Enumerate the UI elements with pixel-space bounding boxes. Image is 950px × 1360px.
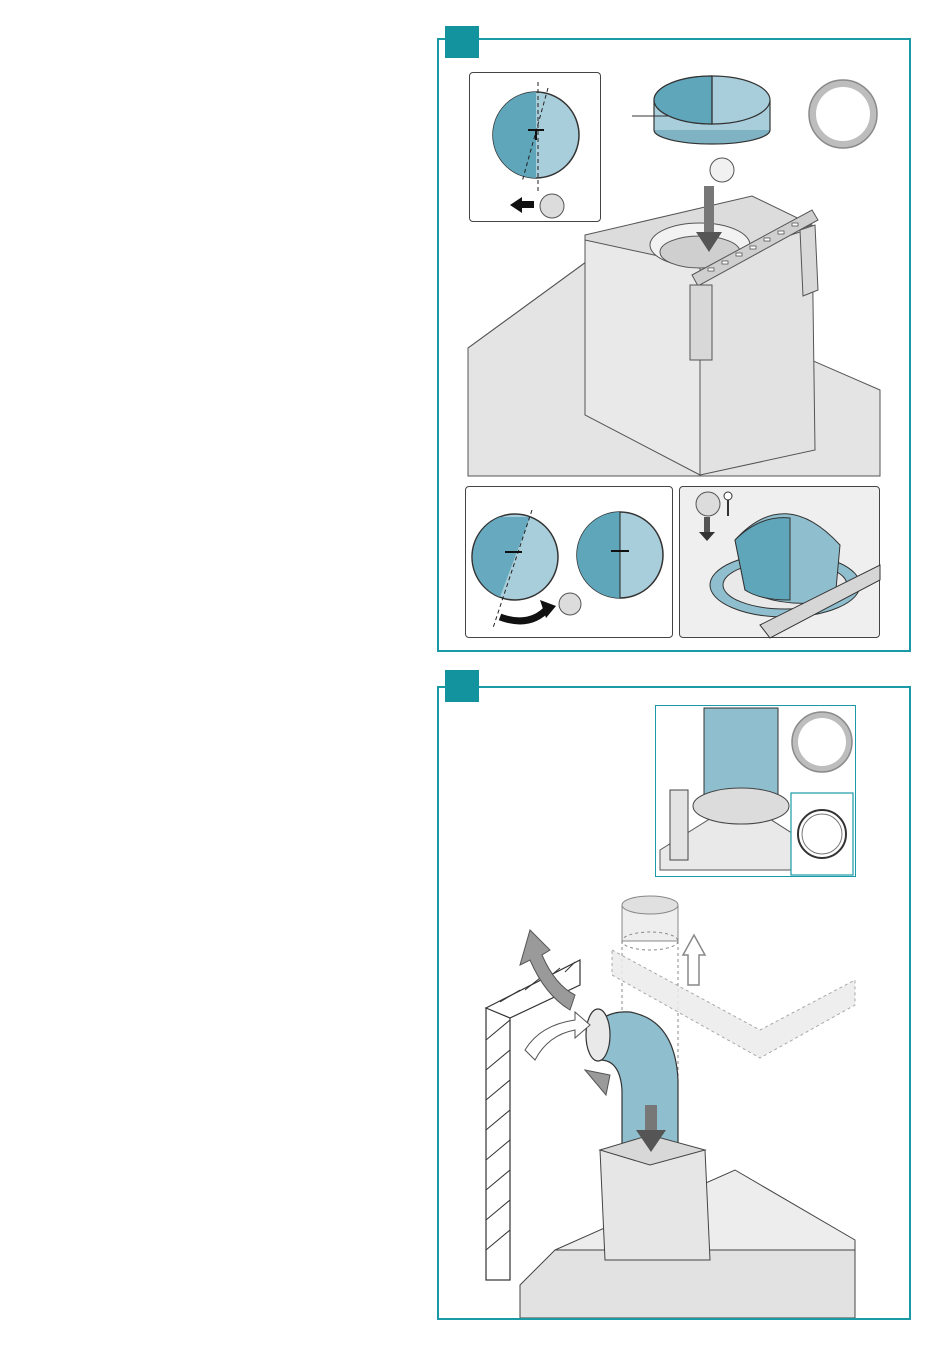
step-2-badge — [445, 670, 479, 702]
ring-icon — [809, 80, 877, 148]
installed-flap-detail — [710, 514, 880, 638]
callout-circle-2 — [540, 194, 564, 218]
step-1-hood-body — [468, 196, 880, 476]
callout-circle-1 — [710, 158, 734, 182]
callout-circle-4 — [696, 492, 720, 516]
inset-flap-circle — [493, 82, 579, 192]
left-arrow-icon — [510, 197, 534, 213]
callout-circle-3 — [559, 593, 581, 615]
step-2-inset — [655, 705, 856, 877]
rotate-arrow-icon — [500, 600, 556, 621]
screw-icon — [724, 492, 732, 516]
screw-down-arrow-icon — [699, 517, 715, 541]
non-return-flap — [654, 76, 770, 144]
rotate-flap-circle-after — [577, 512, 663, 598]
